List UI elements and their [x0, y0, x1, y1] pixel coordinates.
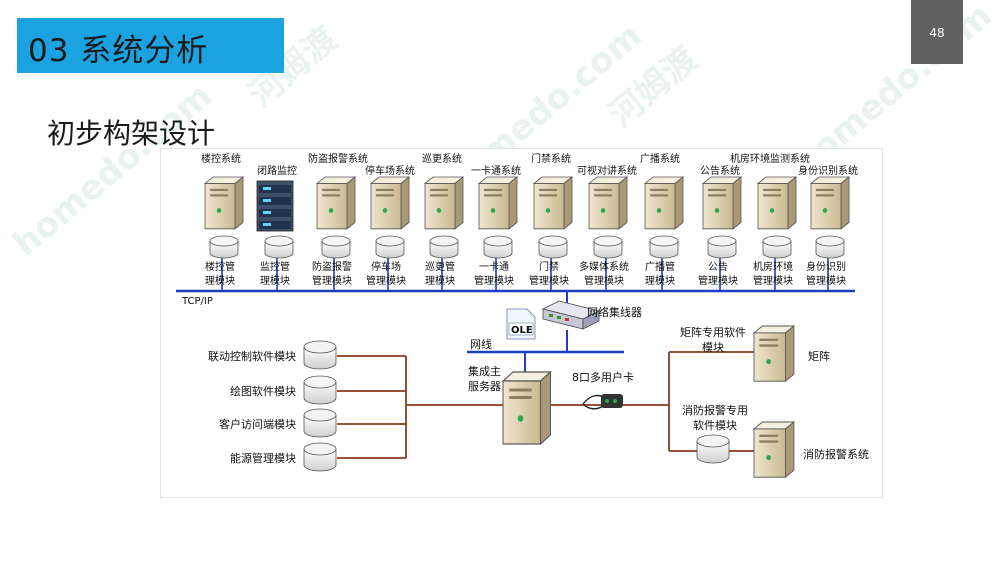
- integration-server-icon: [502, 371, 552, 445]
- ole-label: OLE: [511, 325, 533, 336]
- system-label: 可视对讲系统: [577, 164, 637, 177]
- system-server-icon: [810, 176, 850, 230]
- system-server-icon: [533, 176, 573, 230]
- system-label: 楼控系统: [201, 152, 241, 165]
- module-disk-icon: [483, 235, 513, 259]
- system-label: 机房环境监测系统: [730, 152, 810, 165]
- module-disk-icon: [593, 235, 623, 259]
- hub-label: 网络集线器: [587, 305, 642, 319]
- module-label-line2: 管理模块: [806, 274, 846, 287]
- net-label: 网线: [470, 337, 492, 351]
- module-label-line1: 停车场: [371, 260, 401, 273]
- module-label-line1: 广播管: [645, 260, 675, 273]
- system-server-icon: [478, 176, 518, 230]
- multi-user-card-icon: [582, 394, 623, 410]
- module-disk-icon: [762, 235, 792, 259]
- matrix-module-line1: 矩阵专用软件: [680, 325, 746, 339]
- software-module-disk-icon: [303, 442, 337, 472]
- slide-subtitle: 初步构架设计: [47, 117, 216, 150]
- fire-alarm-server-icon: [753, 421, 795, 478]
- server-label-line2: 服务器: [468, 380, 501, 393]
- software-module-label: 能源管理模块: [230, 451, 296, 465]
- software-module-disk-icon: [303, 375, 337, 405]
- module-label-line2: 管理模块: [698, 274, 738, 287]
- module-label-line2: 理模块: [425, 275, 455, 287]
- module-disk-icon: [321, 235, 351, 259]
- network-hub-icon: [541, 300, 601, 330]
- module-label-line1: 机房环境: [753, 260, 793, 273]
- module-label-line1: 身份识别: [806, 260, 846, 273]
- module-disk-icon: [375, 235, 405, 259]
- software-module-label: 客户访问端模块: [219, 417, 296, 431]
- system-server-icon: [702, 176, 742, 230]
- system-server-icon: [757, 176, 797, 230]
- fire-module-line1: 消防报警专用: [682, 403, 748, 417]
- module-label-line2: 管理模块: [366, 274, 406, 287]
- server-label-line1: 集成主: [468, 364, 501, 378]
- fire-module-disk-icon: [696, 434, 730, 464]
- matrix-label: 矩阵: [808, 349, 830, 363]
- module-label-line2: 管理模块: [474, 274, 514, 287]
- fire-system-label: 消防报警系统: [803, 447, 869, 461]
- system-label: 巡更系统: [422, 152, 462, 165]
- dvr-recorder-icon: [256, 180, 294, 232]
- module-disk-icon: [264, 235, 294, 259]
- module-label-line1: 楼控管: [205, 260, 235, 273]
- module-label-line1: 多媒体系统: [579, 260, 629, 273]
- module-label-line2: 理模块: [645, 275, 675, 287]
- system-label: 公告系统: [700, 164, 740, 177]
- system-label: 停车场系统: [365, 164, 415, 177]
- system-label: 门禁系统: [531, 152, 571, 165]
- matrix-server-icon: [753, 325, 795, 382]
- module-label-line2: 管理模块: [584, 274, 624, 287]
- system-server-icon: [370, 176, 410, 230]
- module-label-line2: 管理模块: [753, 274, 793, 287]
- card-label: 8口多用户卡: [572, 370, 634, 384]
- module-label-line2: 理模块: [260, 275, 290, 287]
- module-disk-icon: [649, 235, 679, 259]
- software-module-label: 绘图软件模块: [230, 384, 296, 398]
- system-server-icon: [644, 176, 684, 230]
- system-label: 防盗报警系统: [308, 152, 368, 165]
- system-label: 闭路监控: [257, 164, 297, 177]
- software-module-label: 联动控制软件模块: [208, 349, 296, 363]
- module-disk-icon: [538, 235, 568, 259]
- software-module-disk-icon: [303, 408, 337, 438]
- system-server-icon: [588, 176, 628, 230]
- tcpip-label: TCP/IP: [181, 296, 213, 307]
- module-disk-icon: [815, 235, 845, 259]
- module-disk-icon: [429, 235, 459, 259]
- system-server-icon: [316, 176, 356, 230]
- module-label-line1: 防盗报警: [312, 260, 352, 273]
- module-label-line2: 理模块: [205, 275, 235, 287]
- software-module-disk-icon: [303, 340, 337, 370]
- page-number: 48: [911, 0, 963, 64]
- system-label: 广播系统: [640, 152, 680, 165]
- module-disk-icon: [209, 235, 239, 259]
- module-disk-icon: [707, 235, 737, 259]
- system-server-icon: [204, 176, 244, 230]
- module-label-line1: 监控管: [260, 260, 290, 273]
- ole-document-icon: [506, 308, 536, 340]
- module-label-line1: 公告: [708, 260, 728, 273]
- fire-module-line2: 软件模块: [693, 418, 737, 432]
- module-label-line2: 管理模块: [529, 274, 569, 287]
- title-bar: [17, 18, 284, 73]
- system-label: 身份识别系统: [798, 164, 858, 177]
- module-label-line1: 巡更管: [425, 260, 455, 273]
- matrix-module-line2: 模块: [702, 341, 724, 354]
- module-label-line1: 一卡通: [479, 260, 509, 273]
- module-label-line2: 管理模块: [312, 274, 352, 287]
- system-label: 一卡通系统: [471, 164, 521, 177]
- slide-title: 03 系统分析: [28, 33, 209, 69]
- system-server-icon: [424, 176, 464, 230]
- module-label-line1: 门禁: [539, 260, 559, 273]
